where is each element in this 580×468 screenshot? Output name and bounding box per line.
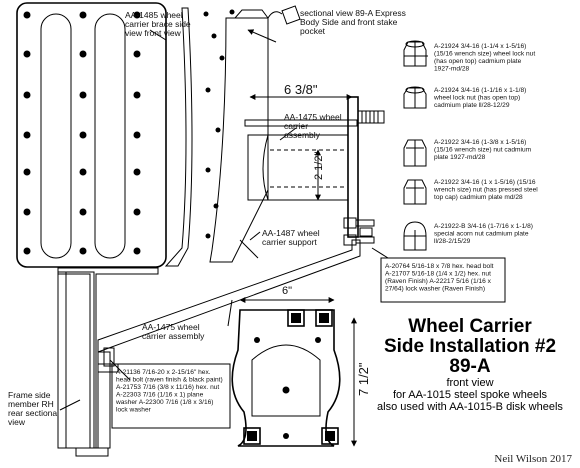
nut-5-label: A-21922-B 3/4-16 (1-7/16 x 1-1/8)special… (434, 223, 533, 245)
title-line-2: Side Installation #2 (384, 336, 556, 357)
title-line-4: front view (446, 377, 493, 389)
nut-4-icon (403, 179, 427, 205)
bolt-box-bottom-text: A-21136 7/16-20 x 2-15/16" hex.head bolt… (115, 369, 223, 414)
nut-3-icon (403, 139, 427, 167)
body-side-section (203, 5, 301, 263)
title-line-1: Wheel Carrier (408, 316, 532, 337)
brace-front-view (16, 2, 167, 268)
title-line-3: 89-A (449, 356, 490, 377)
nut-2-icon (403, 86, 427, 109)
dim-vertical-mid: 2 1/2" (313, 152, 325, 180)
title-block: Wheel Carrier Side Installation #2 89-A … (377, 316, 563, 413)
bolt-box-bottom-frame (111, 363, 231, 429)
nut-1-label: A-21924 3/4-16 (1-1/4 x 1-5/16)(15/16 wr… (434, 43, 535, 73)
brace-rivets (23, 11, 141, 255)
nut-3-label: A-21922 3/4-16 (1-3/8 x 1-5/16)(15/16 wr… (434, 139, 532, 161)
wheel-carrier-hub (244, 96, 385, 246)
title-line-5: for AA-1015 steel spoke wheels (393, 389, 548, 401)
title-line-6: also used with AA-1015-B disk wheels (377, 401, 563, 413)
carrier-support-bar (97, 239, 361, 449)
dim-horizontal-bottom: 6" (282, 285, 292, 297)
dim-horizontal-top: 6 3/8" (284, 82, 318, 97)
bolt-box-top-frame (380, 257, 506, 303)
frame-side-member (57, 267, 159, 457)
nut-5-icon (403, 221, 427, 251)
leader-lines (59, 29, 428, 411)
nut-labels: A-21924 3/4-16 (1-1/4 x 1-5/16)(15/16 wr… (433, 43, 538, 245)
dimension-lines (239, 94, 357, 447)
brace-side-view (164, 7, 193, 267)
nut-1-icon (403, 40, 427, 67)
dim-vertical-right: 7 1/2" (356, 362, 371, 396)
nut-2-label: A-21924 3/4-16 (1-1/16 x 1-1/8)wheel loc… (433, 87, 526, 109)
credit-text: Neil Wilson 2017 (494, 453, 572, 465)
stud-bolt (357, 110, 385, 124)
plate-front-view (231, 309, 341, 447)
